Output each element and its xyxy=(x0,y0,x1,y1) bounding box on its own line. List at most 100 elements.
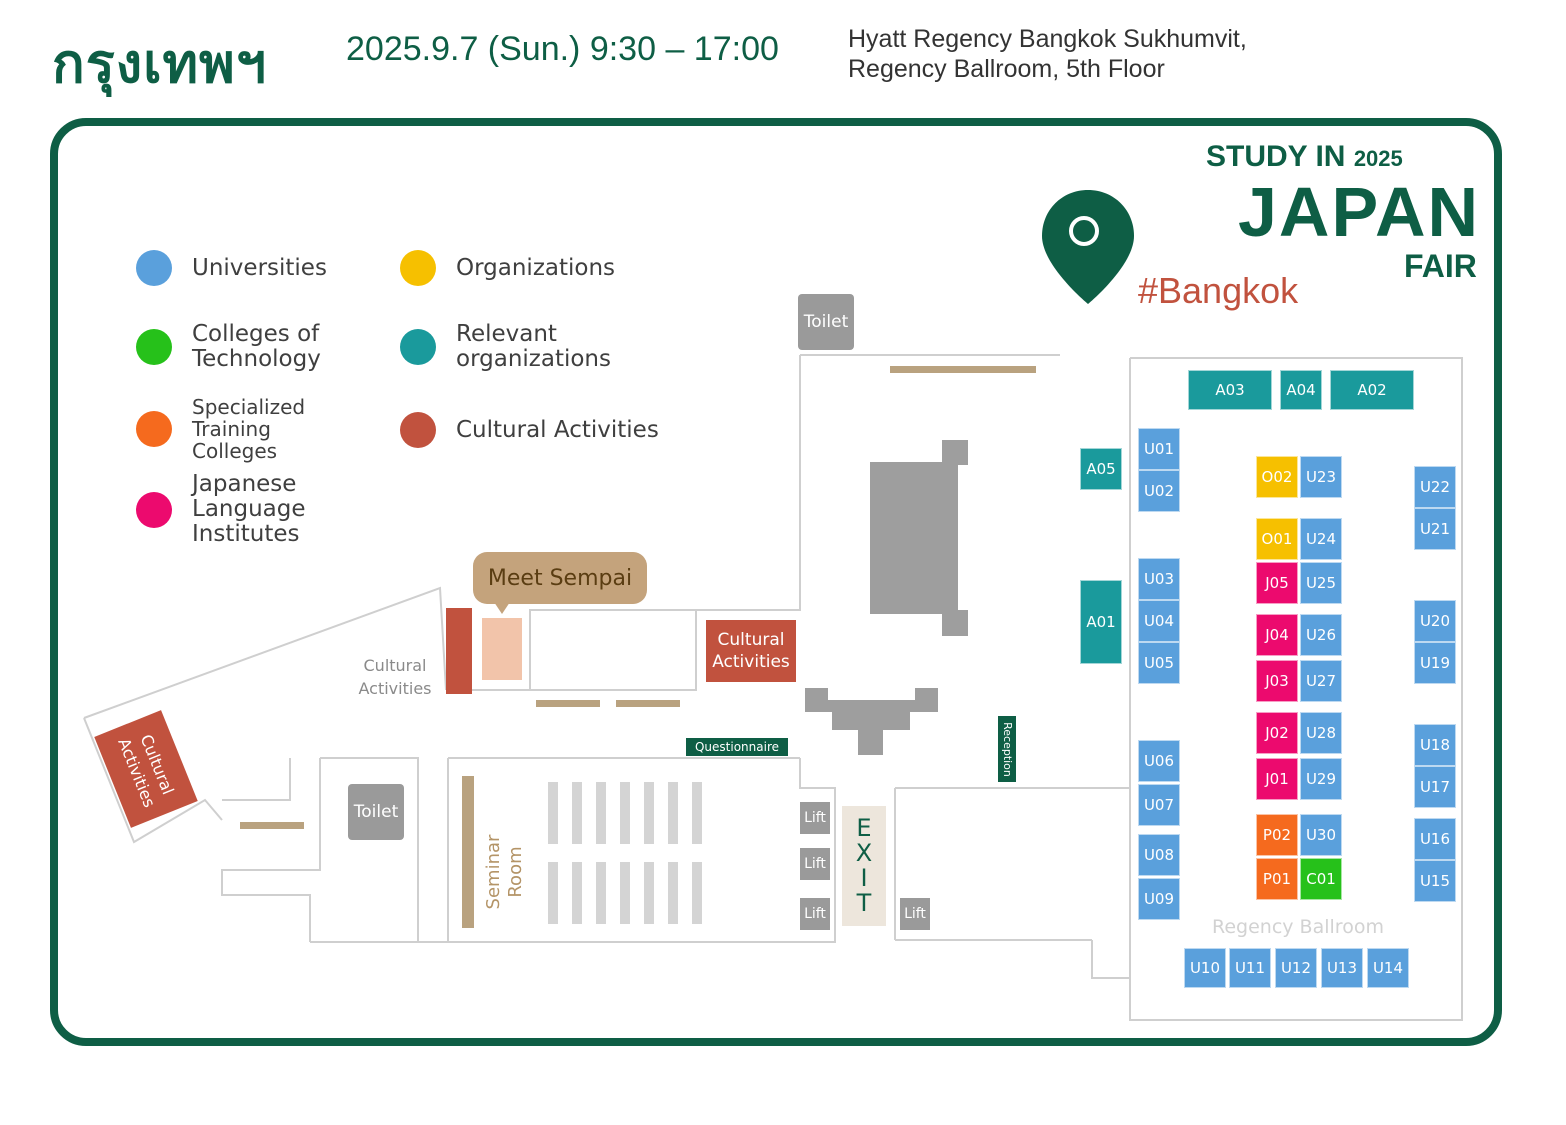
booth-a02[interactable]: A02 xyxy=(1330,370,1414,410)
seminar-seat-row xyxy=(692,862,702,924)
booth-c01[interactable]: C01 xyxy=(1300,858,1342,900)
booth-u12[interactable]: U12 xyxy=(1275,948,1317,988)
toilet-bottom: Toilet xyxy=(348,784,404,840)
booth-u16[interactable]: U16 xyxy=(1414,818,1456,860)
booth-u03[interactable]: U03 xyxy=(1138,558,1180,600)
legend-dot-japanese xyxy=(136,491,172,528)
legend-specialized-training: Specialized Training Colleges xyxy=(136,396,305,462)
logo-study-in: STUDY IN 2025 xyxy=(1206,140,1403,174)
booth-j03[interactable]: J03 xyxy=(1256,660,1298,702)
booth-u05[interactable]: U05 xyxy=(1138,642,1180,684)
booth-u09[interactable]: U09 xyxy=(1138,878,1180,920)
logo-fair: FAIR xyxy=(1404,248,1477,284)
event-date-time: 2025.9.7 (Sun.) 9:30 – 17:00 xyxy=(346,30,779,68)
regency-ballroom-label: Regency Ballroom xyxy=(1212,916,1384,938)
booth-u14[interactable]: U14 xyxy=(1367,948,1409,988)
seminar-seat-row xyxy=(572,782,582,844)
booth-u19[interactable]: U19 xyxy=(1414,642,1456,684)
booth-u01[interactable]: U01 xyxy=(1138,428,1180,470)
booth-u23[interactable]: U23 xyxy=(1300,456,1342,498)
meet-sempai-bubble: Meet Sempai xyxy=(473,552,647,604)
booth-a03[interactable]: A03 xyxy=(1188,370,1272,410)
logo-japan: JAPAN xyxy=(1238,173,1481,251)
event-venue: Hyatt Regency Bangkok Sukhumvit, Regency… xyxy=(848,24,1247,84)
seminar-seat-row xyxy=(620,782,630,844)
seminar-seat-row xyxy=(668,862,678,924)
booth-u26[interactable]: U26 xyxy=(1300,614,1342,656)
logo-hashtag: #Bangkok xyxy=(1138,270,1299,311)
booth-u07[interactable]: U07 xyxy=(1138,784,1180,826)
venue-line-1: Hyatt Regency Bangkok Sukhumvit, xyxy=(848,25,1247,53)
seminar-seat-row xyxy=(692,782,702,844)
lift-4: Lift xyxy=(900,898,930,930)
legend-label: Specialized Training Colleges xyxy=(192,395,306,463)
seminar-stage-bar xyxy=(462,776,474,928)
booth-j01[interactable]: J01 xyxy=(1256,758,1298,800)
booth-j05[interactable]: J05 xyxy=(1256,562,1298,604)
legend-cultural-activities: Cultural Activities xyxy=(400,412,659,448)
legend-colleges-of-technology: Colleges of Technology xyxy=(136,322,321,372)
legend-japanese-language: Japanese Language Institutes xyxy=(136,472,306,547)
exit-letter: X xyxy=(855,839,873,867)
booth-a04[interactable]: A04 xyxy=(1280,370,1322,410)
booth-u10[interactable]: U10 xyxy=(1184,948,1226,988)
legend-organizations: Organizations xyxy=(400,250,615,286)
booth-u13[interactable]: U13 xyxy=(1321,948,1363,988)
booth-p02[interactable]: P02 xyxy=(1256,814,1298,856)
seminar-room-text: Seminar Room xyxy=(483,834,526,910)
seminar-seat-row xyxy=(620,862,630,924)
booth-u06[interactable]: U06 xyxy=(1138,740,1180,782)
legend-dot-cultural xyxy=(400,412,436,448)
questionnaire-desk: Questionnaire xyxy=(686,738,788,756)
seminar-seat-row xyxy=(644,782,654,844)
reception-desk: Reception xyxy=(998,716,1016,782)
table-bar xyxy=(616,700,680,707)
toilet-top: Toilet xyxy=(798,294,854,350)
booth-u15[interactable]: U15 xyxy=(1414,860,1456,902)
table-bar xyxy=(240,822,304,829)
booth-o01[interactable]: O01 xyxy=(1256,518,1298,560)
booth-u30[interactable]: U30 xyxy=(1300,814,1342,856)
booth-u24[interactable]: U24 xyxy=(1300,518,1342,560)
booth-j04[interactable]: J04 xyxy=(1256,614,1298,656)
booth-p01[interactable]: P01 xyxy=(1256,858,1298,900)
seminar-room-label: Seminar Room xyxy=(478,820,532,910)
cultural-activities-booth-small xyxy=(446,608,472,694)
exit-letter: E xyxy=(856,814,872,842)
legend-label: Organizations xyxy=(456,254,616,281)
booth-u21[interactable]: U21 xyxy=(1414,508,1456,550)
booth-o02[interactable]: O02 xyxy=(1256,456,1298,498)
table-bar xyxy=(536,700,600,707)
legend-dot-specialized xyxy=(136,411,172,447)
seminar-seat-row xyxy=(668,782,678,844)
lift-3: Lift xyxy=(800,898,830,930)
legend-label: Japanese Language Institutes xyxy=(192,471,306,547)
seminar-seat-row xyxy=(596,862,606,924)
booth-u22[interactable]: U22 xyxy=(1414,466,1456,508)
booth-u25[interactable]: U25 xyxy=(1300,562,1342,604)
booth-u04[interactable]: U04 xyxy=(1138,600,1180,642)
booth-u28[interactable]: U28 xyxy=(1300,712,1342,754)
reception-label: Reception xyxy=(1000,721,1014,777)
seminar-seat-row xyxy=(548,862,558,924)
booth-u08[interactable]: U08 xyxy=(1138,834,1180,876)
booth-a01[interactable]: A01 xyxy=(1080,580,1122,664)
booth-u17[interactable]: U17 xyxy=(1414,766,1456,808)
booth-u20[interactable]: U20 xyxy=(1414,600,1456,642)
booth-j02[interactable]: J02 xyxy=(1256,712,1298,754)
booth-u02[interactable]: U02 xyxy=(1138,470,1180,512)
legend-dot-universities xyxy=(136,250,172,286)
meet-sempai-area xyxy=(482,618,522,680)
cultural-activities-label-rotated: Cultural Activities xyxy=(113,731,178,811)
cultural-activities-label-gray: Cultural Activities xyxy=(358,656,432,698)
booth-u18[interactable]: U18 xyxy=(1414,724,1456,766)
exit-letter: I xyxy=(860,864,868,892)
booth-u11[interactable]: U11 xyxy=(1229,948,1271,988)
floor-map-frame xyxy=(50,118,1502,1046)
booth-u27[interactable]: U27 xyxy=(1300,660,1342,702)
booth-u29[interactable]: U29 xyxy=(1300,758,1342,800)
lift-2: Lift xyxy=(800,848,830,880)
booth-a05[interactable]: A05 xyxy=(1080,448,1122,490)
cultural-activities-booth-center: Cultural Activities xyxy=(706,620,796,682)
